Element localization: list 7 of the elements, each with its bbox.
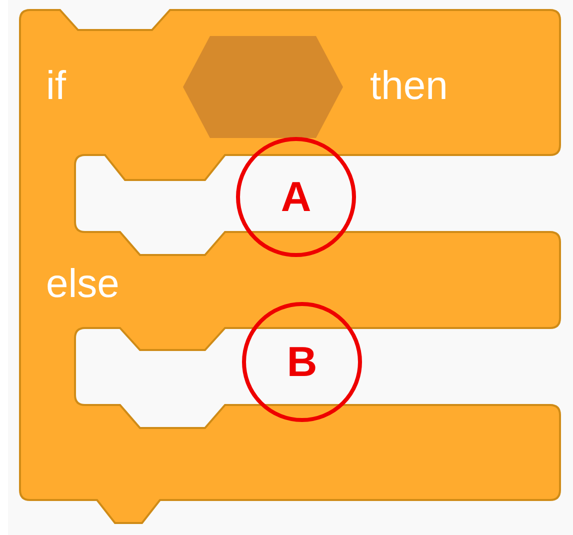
circle-marker: [236, 137, 356, 257]
block-label: else: [46, 261, 120, 308]
circle-marker: [242, 302, 362, 422]
marker-letter: A: [280, 176, 312, 218]
marker-letter: B: [286, 341, 318, 383]
block-label: then: [370, 63, 448, 110]
block-label: if: [46, 63, 66, 110]
